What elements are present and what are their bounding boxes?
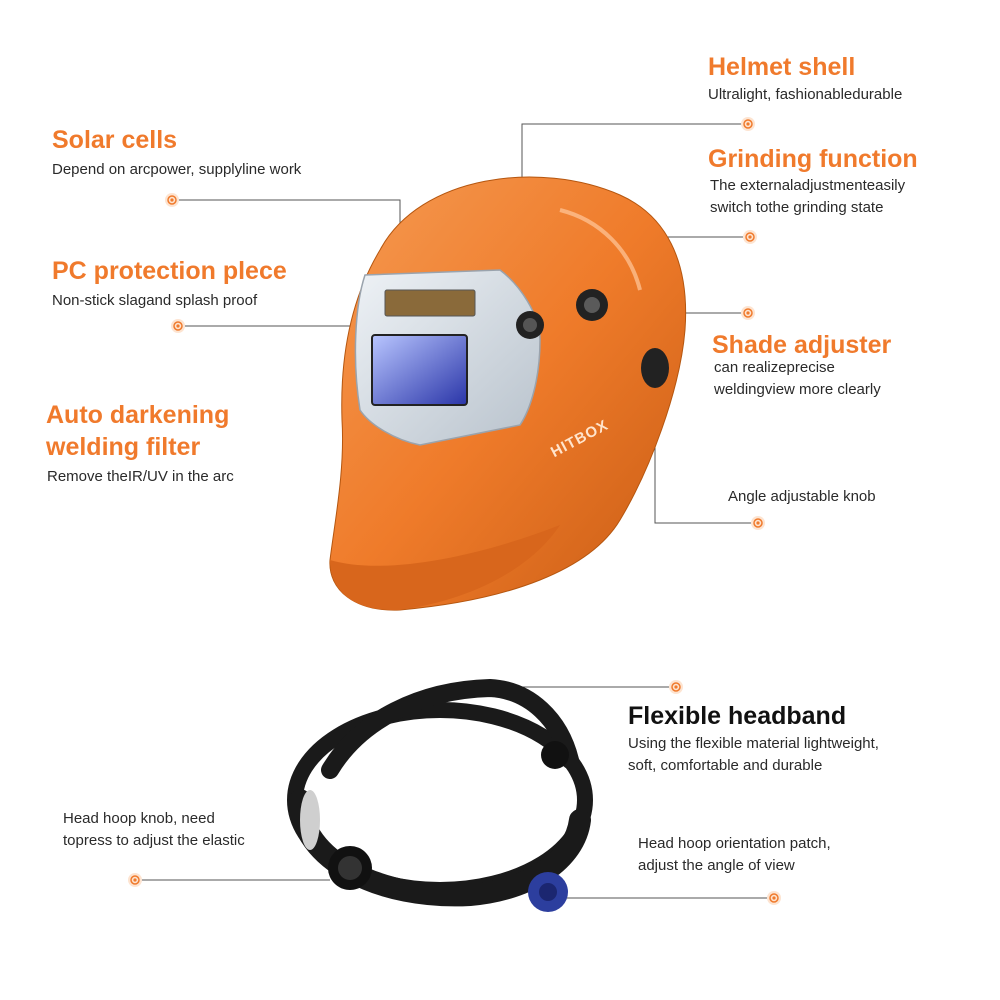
angle-knob-desc: Angle adjustable knob xyxy=(728,488,876,505)
marker-pc xyxy=(171,319,185,333)
auto-darkening-desc: Remove theIR/UV in the arc xyxy=(47,468,234,485)
solar-cells-title: Solar cells xyxy=(52,126,178,154)
flexible-headband-desc-line2: soft, comfortable and durable xyxy=(628,757,823,774)
flexible-headband-title: Flexible headband xyxy=(628,702,847,730)
marker-hoop-knob xyxy=(128,873,142,887)
shade-adjuster-desc-line2: weldingview more clearly xyxy=(714,381,881,398)
orientation-patch-desc-line1: Head hoop orientation patch, xyxy=(638,835,831,852)
helmet-shell-desc: Ultralight, fashionabledurable xyxy=(708,86,903,103)
shade-adjuster-title: Shade adjuster xyxy=(712,331,892,359)
marker-grinding xyxy=(743,230,757,244)
marker-shade xyxy=(741,306,755,320)
marker-orientation xyxy=(767,891,781,905)
auto-darkening-title-line1: Auto darkening xyxy=(46,401,230,429)
solar-cells-desc: Depend on arcpower, supplyline work xyxy=(52,161,302,178)
solar-cell-strip xyxy=(384,289,476,317)
auto-darkening-title-line2: welding filter xyxy=(46,433,201,461)
pc-protection-title: PC protection plece xyxy=(52,257,287,285)
flexible-headband-desc-line1: Using the flexible material lightweight, xyxy=(628,735,879,752)
marker-angle xyxy=(751,516,765,530)
orientation-patch-desc-line2: adjust the angle of view xyxy=(638,857,795,874)
grinding-function-desc-line2: switch tothe grinding state xyxy=(710,199,884,216)
marker-headband xyxy=(669,680,683,694)
filter-lens xyxy=(371,334,468,406)
shade-adjuster-desc-line1: can realizeprecise xyxy=(714,359,835,376)
marker-solar-cells xyxy=(165,193,179,207)
head-hoop-knob-desc-line1: Head hoop knob, need xyxy=(63,810,215,827)
marker-helmet-shell xyxy=(741,117,755,131)
grinding-function-title: Grinding function xyxy=(708,145,918,173)
grinding-function-desc-line1: The externaladjustmenteasily xyxy=(710,177,906,194)
head-hoop-knob-desc-line2: topress to adjust the elastic xyxy=(63,832,245,849)
pc-protection-desc: Non-stick slagand splash proof xyxy=(52,292,258,309)
helmet-shell-title: Helmet shell xyxy=(708,53,856,81)
